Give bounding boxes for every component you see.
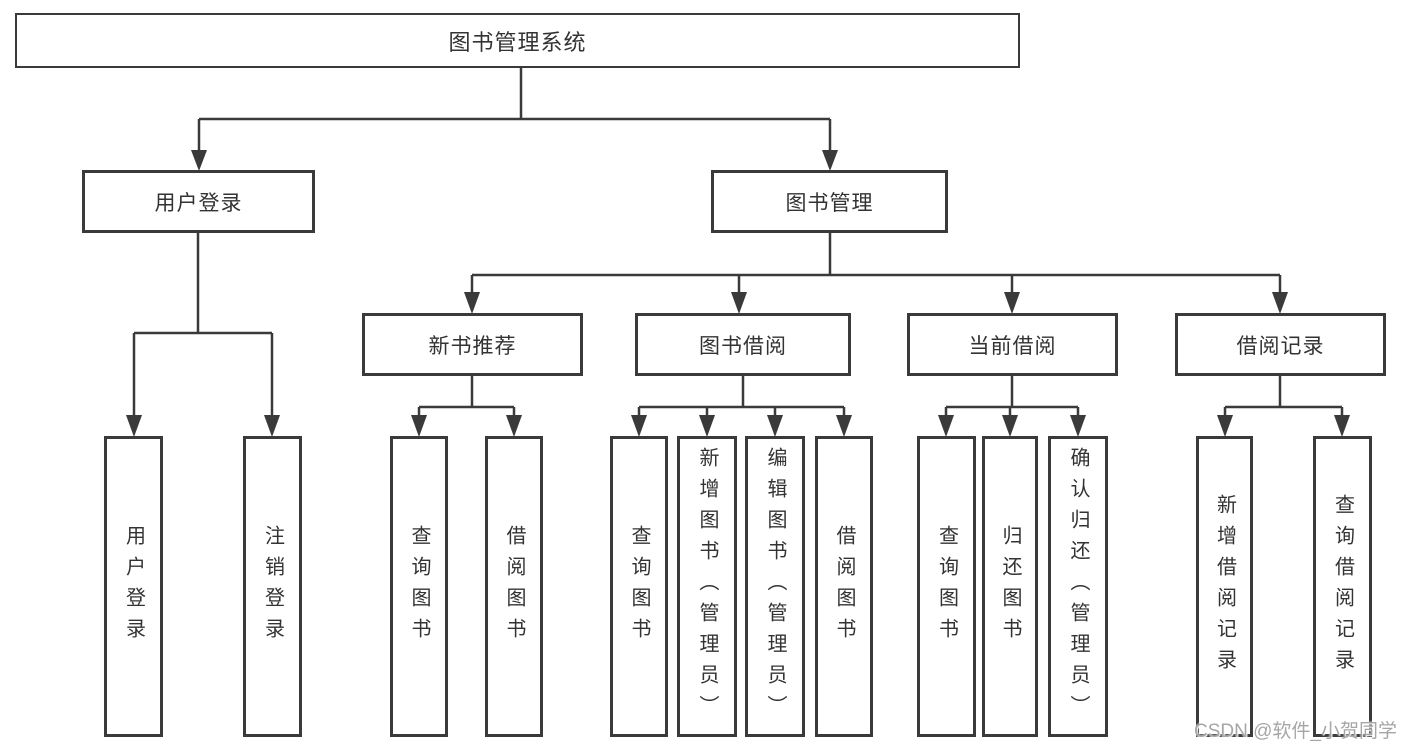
leaf-borrow-books-recommend-label: 借阅图书	[503, 524, 525, 649]
node-book-management: 图书管理	[711, 170, 948, 233]
leaf-edit-book-admin-label: 编辑图书（管理员）	[764, 447, 786, 726]
leaf-user-login: 用户登录	[104, 436, 163, 737]
leaf-query-books-recommend-label: 查询图书	[408, 524, 430, 649]
leaf-borrow-books-borrow: 借阅图书	[815, 436, 873, 737]
leaf-confirm-return-admin-label: 确认归还（管理员）	[1067, 447, 1089, 726]
leaf-add-borrow-record: 新增借阅记录	[1196, 436, 1253, 737]
node-root: 图书管理系统	[15, 13, 1020, 68]
leaf-query-borrow-record: 查询借阅记录	[1313, 436, 1372, 737]
leaf-query-books-current: 查询图书	[917, 436, 976, 737]
node-new-book-recommend-label: 新书推荐	[428, 334, 517, 358]
leaf-add-borrow-record-label: 新增借阅记录	[1213, 493, 1236, 680]
leaf-return-books-label: 归还图书	[999, 524, 1021, 649]
node-book-management-label: 图书管理	[785, 191, 874, 215]
leaf-add-book-admin-label: 新增图书（管理员）	[696, 447, 718, 726]
node-book-borrow: 图书借阅	[635, 313, 851, 376]
leaf-query-books-current-label: 查询图书	[935, 524, 958, 649]
leaf-query-borrow-record-label: 查询借阅记录	[1331, 493, 1354, 680]
leaf-query-books-borrow-label: 查询图书	[628, 524, 650, 649]
leaf-logout-label: 注销登录	[261, 524, 284, 649]
node-user-login: 用户登录	[82, 170, 315, 233]
node-new-book-recommend: 新书推荐	[362, 313, 583, 376]
node-borrow-records: 借阅记录	[1175, 313, 1386, 376]
watermark: CSDN @软件_小贺同学	[1194, 721, 1397, 742]
node-root-label: 图书管理系统	[448, 29, 587, 55]
node-user-login-label: 用户登录	[154, 191, 243, 215]
node-borrow-records-label: 借阅记录	[1236, 334, 1325, 358]
node-book-borrow-label: 图书借阅	[699, 334, 787, 358]
leaf-add-book-admin: 新增图书（管理员）	[677, 436, 737, 737]
node-current-borrow: 当前借阅	[907, 313, 1118, 376]
leaf-borrow-books-borrow-label: 借阅图书	[833, 524, 855, 649]
leaf-logout: 注销登录	[243, 436, 302, 737]
node-current-borrow-label: 当前借阅	[968, 334, 1057, 358]
leaf-confirm-return-admin: 确认归还（管理员）	[1048, 436, 1108, 737]
leaf-edit-book-admin: 编辑图书（管理员）	[745, 436, 805, 737]
leaf-borrow-books-recommend: 借阅图书	[485, 436, 543, 737]
leaf-return-books: 归还图书	[982, 436, 1038, 737]
leaf-query-books-borrow: 查询图书	[610, 436, 668, 737]
leaf-query-books-recommend: 查询图书	[390, 436, 448, 737]
leaf-user-login-label: 用户登录	[122, 524, 145, 649]
